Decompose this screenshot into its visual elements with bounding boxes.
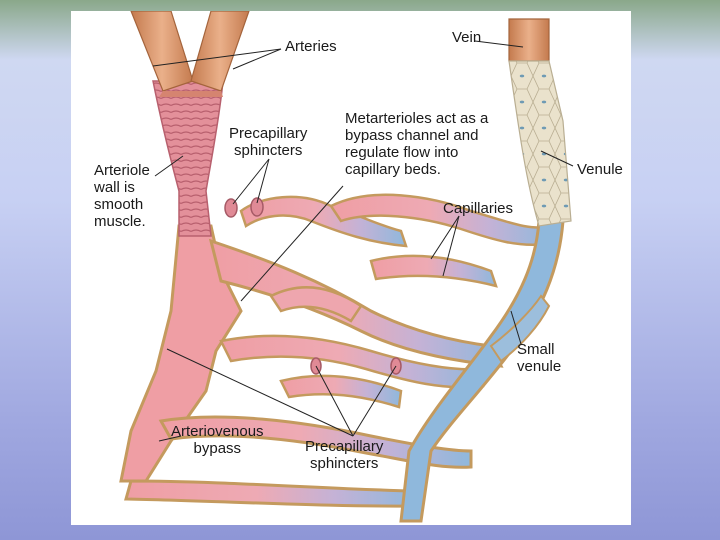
label-arteriole-wall: Arteriole wall is smooth muscle. bbox=[94, 162, 150, 230]
venule-network bbox=[399, 219, 565, 523]
label-capillaries: Capillaries bbox=[443, 200, 514, 217]
label-arteriovenous-bypass: Arteriovenous bypass bbox=[171, 423, 264, 457]
label-arteries: Arteries bbox=[285, 38, 337, 55]
label-precapillary-sphincters-top: Precapillary sphincters bbox=[229, 125, 308, 159]
label-precapillary-sphincters-bottom: Precapillary sphincters bbox=[305, 438, 384, 472]
label-vein: Vein bbox=[452, 29, 482, 46]
arteries bbox=[130, 11, 250, 97]
arteriole bbox=[152, 80, 224, 237]
vein bbox=[508, 18, 572, 227]
label-small-venule: Small venule bbox=[517, 341, 562, 375]
capillary-network bbox=[119, 193, 553, 508]
diagram-panel: Arteries Vein Precapillary sphincters Me… bbox=[71, 11, 631, 525]
capillary-bed-illustration bbox=[119, 11, 574, 523]
label-metarterioles: Metarterioles act as a bypass channel an… bbox=[345, 110, 489, 178]
label-venule: Venule bbox=[577, 161, 623, 178]
leader-lines bbox=[152, 40, 574, 442]
